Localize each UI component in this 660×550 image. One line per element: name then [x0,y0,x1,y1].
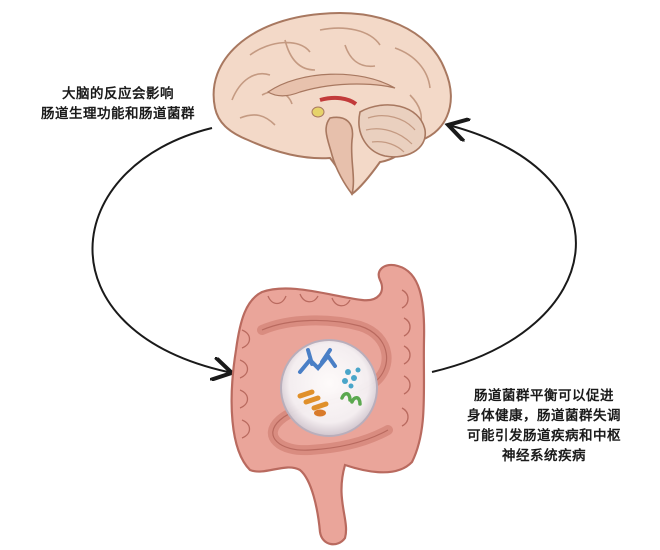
caption-line: 神经系统疾病 [456,446,632,466]
bacteria-magnifier [281,340,377,436]
caption-line: 大脑的反应会影响 [38,84,198,104]
caption-line: 身体健康，肠道菌群失调 [456,406,632,426]
brain-illustration [214,13,451,194]
brain-effect-caption: 大脑的反应会影响 肠道生理功能和肠道菌群 [38,84,198,124]
caption-line: 可能引发肠道疾病和中枢 [456,426,632,446]
caption-line: 肠道菌群平衡可以促进 [456,386,632,406]
gut-effect-caption: 肠道菌群平衡可以促进 身体健康，肠道菌群失调 可能引发肠道疾病和中枢 神经系统疾… [456,386,632,466]
caption-line: 肠道生理功能和肠道菌群 [38,104,198,124]
brain-to-gut-arrow [92,128,228,372]
gut-to-brain-arrow [432,126,576,372]
